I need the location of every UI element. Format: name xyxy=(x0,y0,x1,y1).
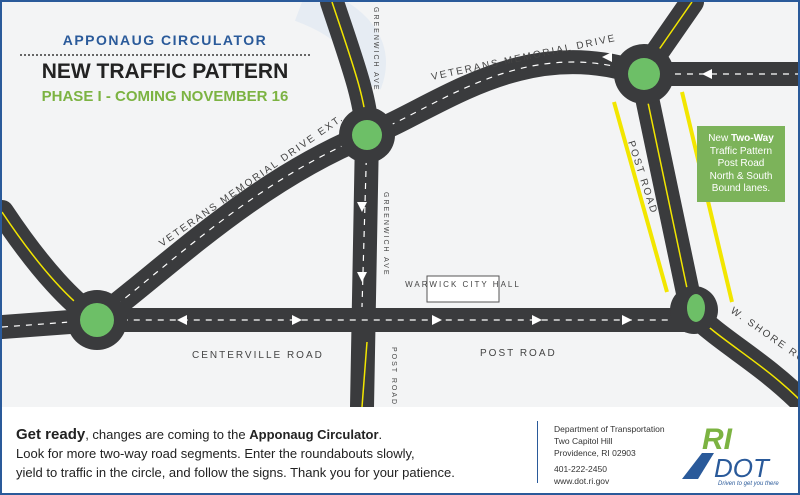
city: Providence, RI 02903 xyxy=(554,448,636,458)
msg-line: yield to traffic in the circle, and foll… xyxy=(16,465,455,480)
callout-bold: Two-Way xyxy=(731,133,774,144)
title-block: APPONAUG CIRCULATOR NEW TRAFFIC PATTERN … xyxy=(20,32,310,105)
direction-arrows xyxy=(177,52,712,325)
label-greenwich-top: GREENWICH AVE xyxy=(372,7,379,92)
callout-text: New xyxy=(708,133,731,144)
divider xyxy=(537,421,538,483)
svg-text:DOT: DOT xyxy=(714,453,771,483)
callout-line: Traffic Pattern xyxy=(709,145,773,157)
callout-line: Post Road xyxy=(717,158,765,169)
label-post-road: POST ROAD xyxy=(480,348,557,359)
two-way-callout: New Two-Way Traffic Pattern Post Road No… xyxy=(697,126,785,202)
phase-label: PHASE I - COMING NOVEMBER 16 xyxy=(41,88,289,105)
msg-line: Look for more two-way road segments. Ent… xyxy=(16,446,415,461)
callout-line: Bound lanes. xyxy=(711,183,771,194)
website-link[interactable]: www.dot.ri.gov xyxy=(554,476,610,486)
msg-bold: Get ready xyxy=(16,426,86,443)
msg-text: , changes are coming to the xyxy=(85,427,250,442)
phone: 401-222-2450 xyxy=(554,464,607,474)
footer-message: Get ready, changes are coming to the App… xyxy=(16,425,455,482)
label-greenwich-mid: GREENWICH AVE xyxy=(382,192,389,277)
label-post-road-south: POST ROAD xyxy=(390,347,397,406)
road-map: VETERANS MEMORIAL DRIVE VETERANS MEMORIA… xyxy=(2,2,798,407)
callout-line: North & South xyxy=(709,170,773,182)
contact-info: Department of Transportation Two Capitol… xyxy=(554,423,665,487)
road-veterans-ext xyxy=(85,123,379,332)
svg-text:RI: RI xyxy=(702,423,733,456)
label-veterans-ext: VETERANS MEMORIAL DRIVE EXT. xyxy=(157,113,346,250)
street: Two Capitol Hill xyxy=(554,436,613,446)
dept-name: Department of Transportation xyxy=(554,424,665,434)
msg-bold: Apponaug Circulator xyxy=(249,427,379,442)
page-title: NEW TRAFFIC PATTERN xyxy=(41,60,289,83)
footer: Get ready, changes are coming to the App… xyxy=(2,407,798,493)
ridot-logo: RI DOT Driven to get you there xyxy=(682,423,779,487)
landmark-city-hall: WARWICK CITY HALL xyxy=(405,280,521,289)
svg-text:Driven to get you there: Driven to get you there xyxy=(718,481,779,487)
label-centerville: CENTERVILLE ROAD xyxy=(192,350,324,361)
subtitle: APPONAUG CIRCULATOR xyxy=(20,32,310,56)
msg-text: . xyxy=(378,427,383,442)
